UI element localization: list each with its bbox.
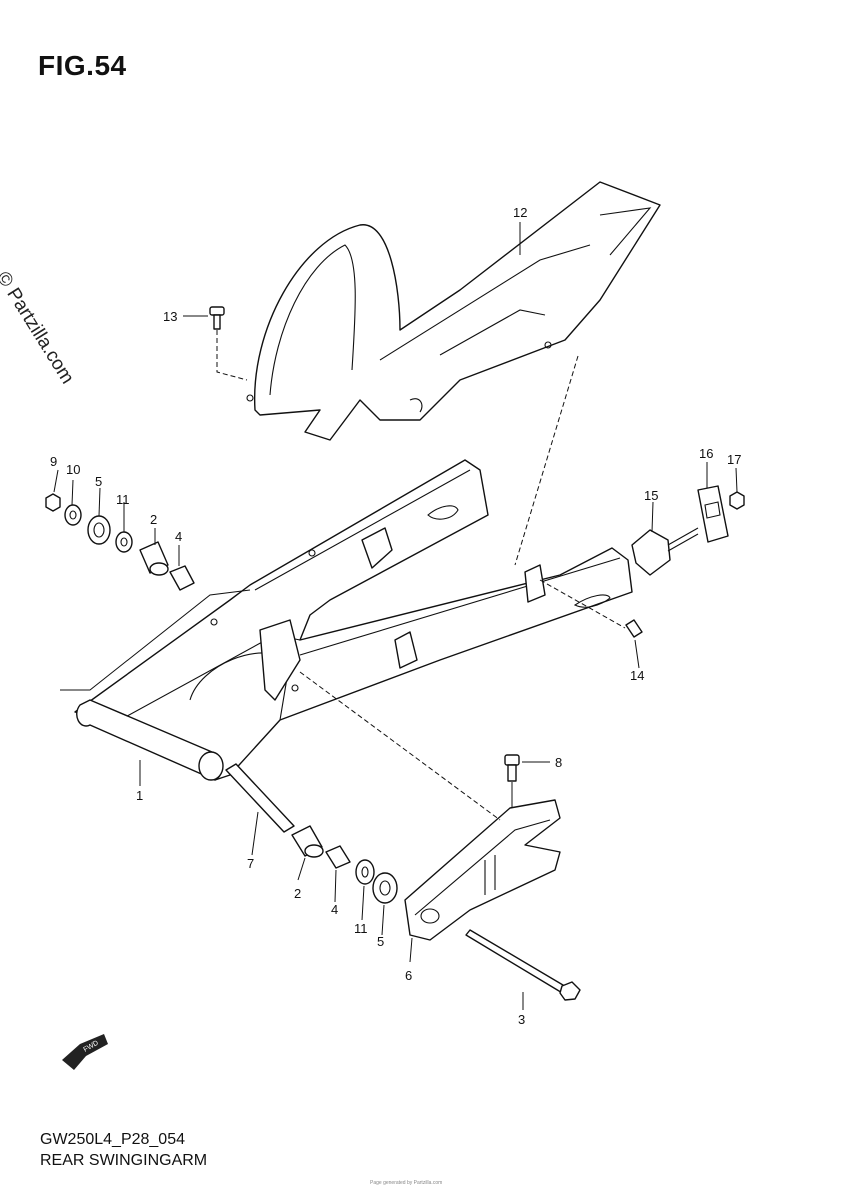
page-footer: Page generated by Partzilla.com — [370, 1180, 443, 1186]
part-4-spacer[interactable] — [169, 565, 195, 591]
callout-12: 12 — [513, 205, 527, 220]
diagram-code: GW250L4_P28_054 — [40, 1131, 185, 1148]
part-8-bolt[interactable] — [504, 754, 520, 782]
part-15-adjuster[interactable] — [631, 527, 699, 576]
callout-5: 5 — [95, 474, 102, 489]
callout-8: 8 — [555, 755, 562, 770]
part-12-chain-case[interactable] — [246, 181, 661, 441]
callout-4-lower: 4 — [331, 902, 338, 917]
part-6-chain-buffer[interactable] — [404, 799, 561, 941]
part-5-seal-lower[interactable] — [372, 872, 398, 904]
callout-3: 3 — [518, 1012, 525, 1027]
part-2-bearing[interactable] — [139, 541, 169, 576]
part-1-swingarm[interactable] — [74, 459, 633, 781]
part-16-plate[interactable] — [697, 485, 729, 543]
callout-7: 7 — [247, 856, 254, 871]
part-17-nut[interactable] — [729, 491, 745, 510]
part-10-washer[interactable] — [64, 504, 82, 526]
callout-13: 13 — [163, 309, 177, 324]
callout-2-lower: 2 — [294, 886, 301, 901]
part-11-washer-lower[interactable] — [355, 859, 375, 885]
callout-14: 14 — [630, 668, 644, 683]
part-5-seal[interactable] — [87, 515, 111, 545]
part-2-bearing-lower[interactable] — [291, 825, 324, 858]
part-11-washer[interactable] — [115, 531, 133, 553]
callout-15: 15 — [644, 488, 658, 503]
callout-11-lower: 11 — [354, 921, 368, 936]
callout-9: 9 — [50, 454, 57, 469]
part-4-spacer-lower[interactable] — [325, 845, 351, 869]
part-7-shaft[interactable] — [225, 763, 295, 833]
callout-11: 11 — [116, 492, 130, 507]
callout-labels: 1 2 2 3 4 4 5 5 6 7 8 9 10 11 11 12 13 1… — [50, 205, 741, 1027]
leader-lines — [53, 222, 738, 1010]
diagram-caption: REAR SWINGINGARM — [40, 1152, 208, 1169]
part-3-bolt[interactable] — [465, 929, 581, 1001]
part-13-bolt[interactable] — [209, 306, 225, 330]
callout-4: 4 — [175, 529, 182, 544]
callout-16: 16 — [699, 446, 713, 461]
part-9-nut[interactable] — [45, 493, 61, 512]
fwd-arrow-icon: FWD — [62, 1034, 108, 1070]
callout-2: 2 — [150, 512, 157, 527]
callout-1: 1 — [136, 788, 143, 803]
callout-17: 17 — [727, 452, 741, 467]
callout-10: 10 — [66, 462, 80, 477]
part-14-screw[interactable] — [625, 619, 643, 638]
callout-5-lower: 5 — [377, 934, 384, 949]
figure-title: FIG.54 — [38, 50, 127, 81]
callout-6: 6 — [405, 968, 412, 983]
